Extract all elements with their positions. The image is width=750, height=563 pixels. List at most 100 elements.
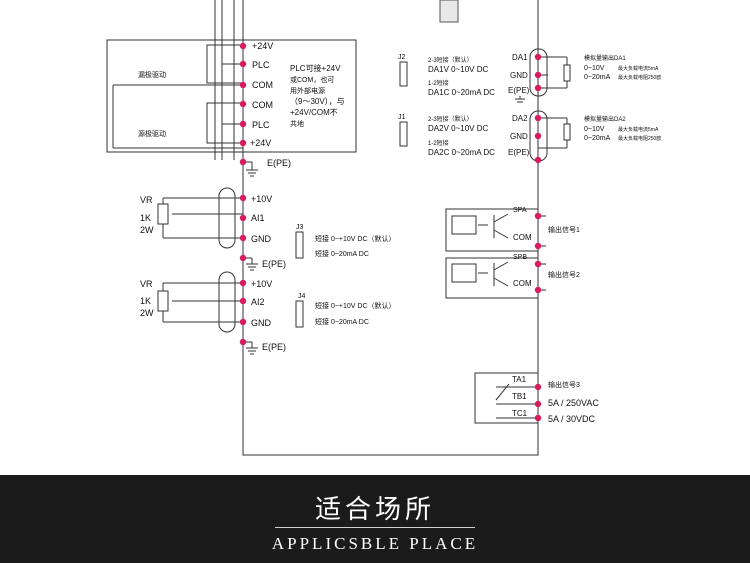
ai2-term-gnd: GND	[251, 318, 272, 328]
spa-name: SPA	[513, 207, 527, 214]
ai1-term-gnd: GND	[251, 234, 272, 244]
source-label: 源极驱动	[138, 129, 166, 138]
plc-term-com2: COM	[252, 100, 273, 110]
ai1-pot	[157, 203, 169, 225]
footer-banner: 适合场所 APPLICSBLE PLACE	[0, 475, 750, 563]
j1-name: J1	[398, 114, 406, 121]
da2-line2: 0~10V	[584, 126, 605, 133]
j2-line3: 1-2短接	[428, 79, 449, 87]
plc-pe: E(PE)	[267, 158, 291, 168]
ai2-term-ai2: AI2	[251, 297, 265, 307]
j3-line1: 短接 0~+10V DC（默认）	[315, 234, 396, 243]
da1-term: DA1	[512, 53, 528, 62]
plc-term-plc2: PLC	[252, 120, 270, 130]
spb-name: SPB	[513, 254, 527, 261]
da2-line3: 最大负载电流5mA	[618, 126, 659, 133]
j3-jumper	[295, 231, 304, 259]
da1-load	[563, 64, 571, 82]
ai1-term-ai1: AI1	[251, 213, 265, 223]
ai1-vr: VR	[140, 195, 153, 205]
plc-note-4: （9～30V），与	[290, 97, 345, 106]
ai1-term-10v: +10V	[251, 194, 272, 204]
drain-label: 漏极驱动	[138, 70, 166, 79]
relay-ta: TA1	[512, 375, 527, 384]
plc-term-24v: +24V	[252, 41, 273, 51]
da1-line4: 0~20mA	[584, 74, 611, 81]
da2-load	[563, 123, 571, 141]
da1-gnd: GND	[510, 71, 528, 80]
da2-term: DA2	[512, 114, 528, 123]
plc-note-3: 用外部电源	[290, 86, 325, 95]
j1-line2: DA2V 0~10V DC	[428, 124, 488, 133]
relay-rating1: 5A / 250VAC	[548, 398, 599, 408]
ai1-w: 2W	[140, 225, 154, 235]
j2-name: J2	[398, 54, 406, 61]
da2-pe: E(PE)	[508, 148, 530, 157]
relay-tb: TB1	[512, 392, 527, 401]
optocoupler-icon	[451, 213, 509, 239]
ai2-shield	[218, 271, 236, 333]
plc-note-2: 或COM，也可	[290, 75, 334, 84]
j1-line3: 1-2短接	[428, 139, 449, 147]
j1-line4: DA2C 0~20mA DC	[428, 148, 495, 157]
da1-line2: 0~10V	[584, 65, 605, 72]
terminal-dots	[239, 42, 542, 422]
ground-icon	[515, 96, 525, 103]
ai2-w: 2W	[140, 308, 154, 318]
ai2-r: 1K	[140, 296, 151, 306]
j3-line2: 短接 0~20mA DC	[315, 249, 369, 258]
da2-line1: 模拟量输出DA2	[584, 115, 626, 123]
footer-title: 适合场所	[314, 495, 435, 525]
plc-note-5: +24V/COM不	[290, 108, 338, 117]
relay-label: 输出信号3	[548, 380, 580, 389]
da1-pe: E(PE)	[508, 86, 530, 95]
j4-line2: 短接 0~20mA DC	[315, 317, 369, 326]
relay-rating2: 5A / 30VDC	[548, 414, 596, 424]
j2-jumper	[399, 61, 408, 87]
optocoupler-icon	[451, 261, 509, 287]
spb-label: 输出信号2	[548, 270, 580, 279]
ai2-term-10v: +10V	[251, 279, 272, 289]
spb-box	[445, 257, 539, 299]
da2-gnd: GND	[510, 132, 528, 141]
da1-line1: 模拟量输出DA1	[584, 54, 626, 62]
ai2-pe: E(PE)	[262, 342, 286, 352]
header-connector	[439, 0, 459, 23]
j4-line1: 短接 0~+10V DC（默认）	[315, 301, 396, 310]
ai2-pot	[157, 290, 169, 312]
ground-icon	[246, 342, 258, 355]
spa-label: 输出信号1	[548, 225, 580, 234]
j3-name: J3	[296, 224, 304, 231]
j2-line4: DA1C 0~20mA DC	[428, 88, 495, 97]
ai1-r: 1K	[140, 213, 151, 223]
plc-term-24v2: +24V	[250, 138, 271, 148]
ai1-pe: E(PE)	[262, 259, 286, 269]
wiring-diagram: +24V PLC COM COM PLC +24V E(PE) 漏极驱动 源极驱…	[106, 0, 661, 456]
da1-line5: 最大负载电阻250欧	[618, 74, 661, 81]
footer-subtitle: APPLICSBLE PLACE	[271, 534, 479, 553]
j1-jumper	[399, 121, 408, 147]
relay-box	[474, 372, 539, 424]
ground-icon	[246, 258, 258, 271]
plc-note-6: 共地	[290, 119, 304, 128]
j2-line2: DA1V 0~10V DC	[428, 65, 488, 74]
da1-line3: 最大负载电流5mA	[618, 65, 659, 72]
ground-icon	[246, 162, 258, 177]
da1-shield	[529, 48, 548, 97]
footer-divider	[275, 527, 475, 528]
j2-line1: 2-3短接（默认）	[428, 56, 473, 64]
spa-com: COM	[513, 233, 532, 242]
plc-term-plc: PLC	[252, 60, 270, 70]
da2-line4: 0~20mA	[584, 135, 611, 142]
plc-term-com: COM	[252, 80, 273, 90]
plc-panel	[106, 39, 357, 153]
relay-tc: TC1	[512, 409, 528, 418]
j4-jumper	[295, 300, 304, 328]
spa-box	[445, 208, 539, 252]
j1-line1: 2-3短接（默认）	[428, 115, 473, 123]
plc-note-1: PLC可接+24V	[290, 63, 341, 73]
ai2-vr: VR	[140, 279, 153, 289]
spb-com: COM	[513, 279, 532, 288]
da2-line5: 最大负载电阻250欧	[618, 135, 661, 142]
ai1-shield	[218, 187, 236, 249]
